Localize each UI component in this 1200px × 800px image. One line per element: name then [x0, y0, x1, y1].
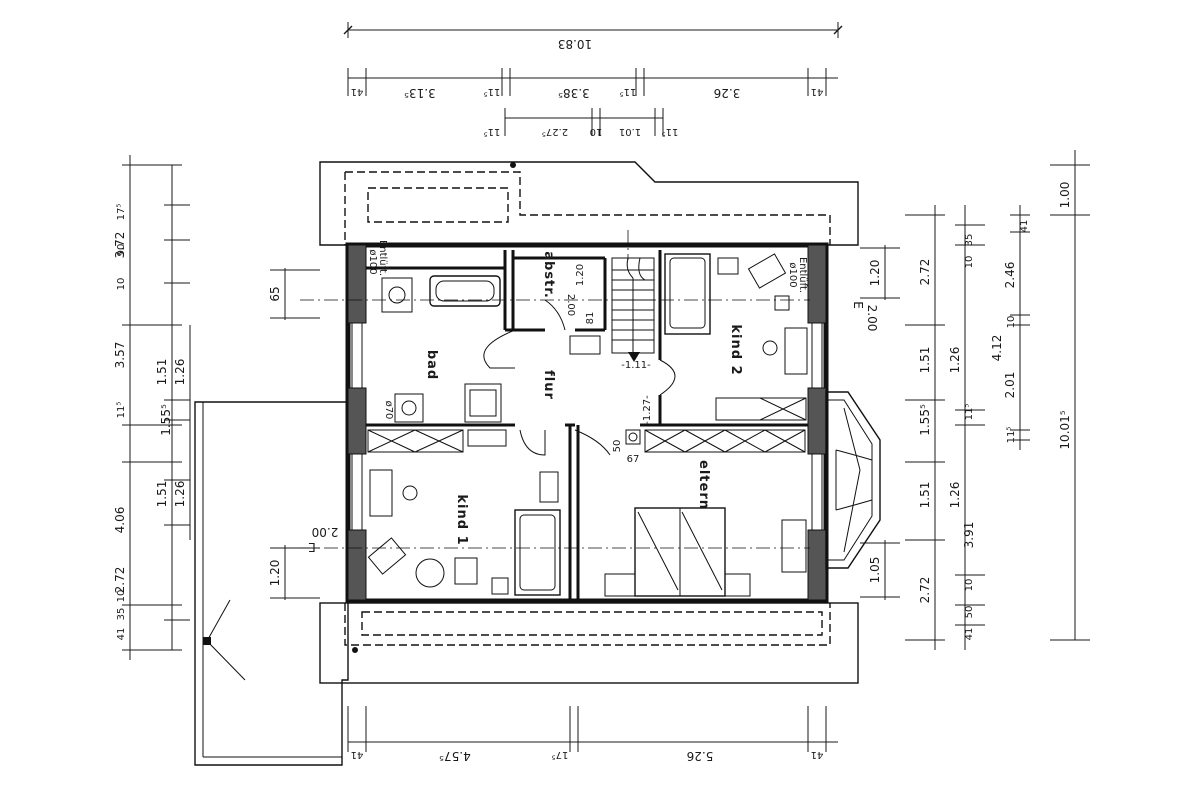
room-label-bad: bad [424, 350, 439, 380]
dim-right-c2-6: 10 [964, 579, 975, 592]
dim-bottom-4: 41 [811, 749, 824, 760]
dim-right-c2-2: 1.26 [948, 347, 962, 374]
ann-vent-right-2: Entlüft. [797, 257, 808, 293]
dim-right-c3-3: 4.12 [990, 335, 1004, 362]
room-label-kind2: kind 2 [728, 324, 743, 375]
ann-vent-left-1: ø100 [367, 249, 378, 274]
ann-stair-1: -1.11- [621, 360, 651, 371]
dim-left-mid-7: 35 [116, 608, 127, 621]
dim-left-opening-0: 65 [268, 286, 282, 301]
ann-vent-right-1: ø100 [787, 262, 798, 287]
dim-right-c3-4: 2.01 [1003, 372, 1017, 399]
exterior-walls [345, 242, 829, 604]
dim-top-row2-4: 11⁵ [620, 86, 637, 97]
bedroom-furniture [367, 253, 808, 597]
room-label-eltern: eltern [696, 460, 711, 510]
bay-window [825, 391, 881, 569]
dim-left-mid-0: 17⁵ [116, 204, 127, 221]
dim-top-row3-0: 11⁵ [484, 126, 501, 137]
ann-vent-left-2: Entlüft. [377, 240, 388, 276]
room-labels: bad flur abstr. kind 1 kind 2 eltern [424, 251, 743, 545]
dim-right-overall-1: 10.01⁵ [1058, 410, 1072, 449]
ann-el-right-1: 2.00 [865, 305, 879, 332]
dim-left-mid-4: 11⁵ [116, 402, 127, 419]
dim-left-opening-1: 1.20 [268, 560, 282, 587]
dim-right-c3-2: 10 [1006, 316, 1017, 329]
ann-n50: 50 [612, 440, 623, 453]
right-dimension-chains: 2.72 1.51 1.55⁵ 1.51 2.72 10 35 1.26 11⁵… [860, 150, 1090, 650]
dim-top-row2-5: 3.26 [714, 86, 741, 100]
ann-el-right-2: E [851, 301, 865, 309]
dim-left-inner-0: 1.26 [173, 359, 187, 386]
dim-right-c3-5: 11⁵ [1006, 427, 1017, 444]
bathroom-fixtures [381, 275, 601, 423]
dim-top-row2-2: 11⁵ [484, 86, 501, 97]
dim-top-row2-0: 41 [351, 86, 364, 97]
wardrobes [367, 397, 807, 453]
dim-right-overall-0: 1.00 [1058, 182, 1072, 209]
dim-top-row2-3: 3.38⁵ [558, 86, 590, 100]
dim-right-outer-3: 1.51 [918, 482, 932, 509]
dim-left-outer-4: 2.72 [113, 567, 127, 594]
dim-top-row3-4: 11⁵ [662, 126, 679, 137]
dim-left-mid-1: 90 [116, 244, 127, 257]
dim-bottom-2: 17⁵ [552, 749, 569, 760]
dim-right-c3-0: 41 [1019, 220, 1030, 233]
dim-top-row3-1: 2.27⁵ [542, 126, 568, 137]
dim-bottom-0: 41 [351, 749, 364, 760]
dim-right-outer-0: 2.72 [918, 259, 932, 286]
ann-el-left-1: 2.00 [312, 525, 339, 539]
dim-bottom-1: 4.57⁵ [439, 749, 471, 763]
dim-right-c2-7: 50 [964, 606, 975, 619]
ann-n67: 67 [627, 454, 640, 465]
dim-right-opening-0: 1.20 [868, 260, 882, 287]
ann-el-left-2: E [308, 540, 316, 554]
stairs [612, 257, 654, 362]
interior-walls [366, 250, 808, 600]
ann-phi70: ø70 [383, 401, 394, 420]
dim-top-row2-6: 41 [811, 86, 824, 97]
dim-right-c2-3: 11⁵ [964, 404, 975, 421]
bottom-dimension-chain: 41 4.57⁵ 17⁵ 5.26 41 [347, 706, 838, 763]
dim-right-opening-1: 1.05 [868, 557, 882, 584]
dim-right-c2-5: 3.91 [962, 522, 976, 549]
ann-n120: 1.20 [575, 264, 586, 286]
dim-right-c2-8: 41 [964, 628, 975, 641]
dim-top-overall: 10.83 [558, 37, 592, 51]
dim-left-mid-2: 10 [116, 278, 127, 291]
dim-left-mid-3: 1.51 [155, 359, 169, 386]
ann-n200: 2.00 [565, 294, 576, 316]
center-lines [300, 230, 810, 549]
dim-left-inner-1: 1.26 [173, 481, 187, 508]
dim-right-c2-1: 35 [964, 234, 975, 247]
dim-top-row2-1: 3.13⁵ [404, 86, 436, 100]
dim-left-mid-8: 41 [116, 628, 127, 641]
ann-n81: 81 [585, 312, 596, 325]
left-dimension-chains: 3.72 3.57 1.55⁵ 4.06 2.72 17⁵ 90 10 1.51… [113, 155, 320, 660]
room-label-abstr: abstr. [541, 251, 556, 299]
dim-left-outer-1: 3.57 [113, 342, 127, 369]
dim-right-c2-4: 1.26 [948, 482, 962, 509]
dim-right-c2-0: 10 [964, 256, 975, 269]
doors [483, 299, 676, 456]
dim-left-outer-3: 4.06 [113, 507, 127, 534]
room-label-kind1: kind 1 [454, 494, 469, 545]
dim-bottom-3: 5.26 [687, 749, 714, 763]
ann-stair-2: -1.27- [642, 395, 653, 425]
dim-right-outer-1: 1.51 [918, 347, 932, 374]
annotations: ø100 Entlüft. ø100 Entlüft. -1.11- -1.27… [308, 240, 879, 554]
dim-right-c3-1: 2.46 [1003, 262, 1017, 289]
dim-top-row3-3: 1.01 [619, 126, 641, 137]
dim-left-mid-5: 1.51 [155, 481, 169, 508]
room-label-flur: flur [541, 370, 556, 400]
dim-left-outer-0: 3.72 [113, 232, 127, 259]
dim-left-mid-6: 10 [116, 590, 127, 603]
top-dimension-chains: 10.83 41 3.13⁵ 11⁵ 3.38⁵ 11⁵ 3.26 41 11⁵… [343, 22, 843, 137]
dim-top-row3-2: 10 [590, 126, 603, 137]
dim-right-outer-4: 2.72 [918, 577, 932, 604]
dim-right-outer-2: 1.55⁵ [918, 404, 932, 436]
